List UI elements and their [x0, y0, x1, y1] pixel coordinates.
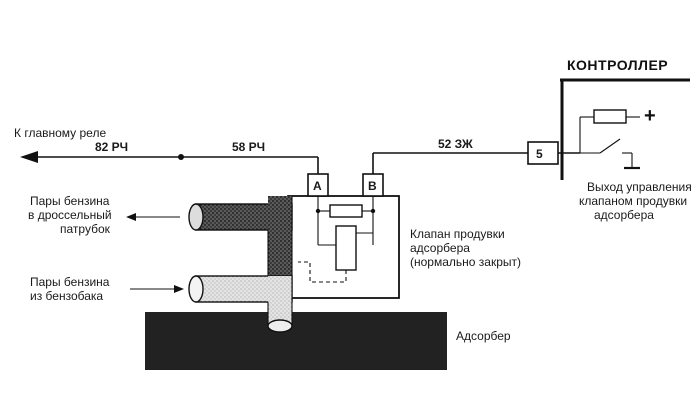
valve-pin-a-label: A — [313, 179, 322, 193]
controller-switch — [599, 138, 621, 154]
pipe-tank-end — [188, 275, 204, 303]
adsorber-label: Адсорбер — [456, 329, 511, 343]
controller-output-line-2: клапаном продувки — [579, 194, 687, 208]
adsorber-body — [145, 312, 447, 370]
valve-plunger-dashed — [298, 261, 347, 283]
valve-label-line-3: (нормально закрыт) — [410, 255, 521, 269]
controller-pin-5 — [527, 141, 559, 165]
tank-label-line-1: Пары бензина — [30, 275, 110, 289]
plus-sign: + — [644, 105, 656, 127]
controller-resistor — [593, 109, 627, 124]
wire-52-label: 52 ЗЖ — [438, 137, 473, 151]
main-relay-label: К главному реле — [14, 126, 106, 140]
throttle-label-line-1: Пары бензина — [30, 194, 110, 208]
valve-coil — [335, 225, 357, 271]
pipe-vertical-dark — [268, 196, 292, 276]
throttle-label-line-3: патрубок — [60, 222, 111, 236]
controller-pin-label: 5 — [536, 147, 543, 161]
wire-junction — [178, 154, 184, 160]
arrow-tank-head — [174, 285, 184, 293]
valve-label-line-2: адсорбера — [410, 241, 470, 255]
controller-output-line-1: Выход управления — [587, 180, 692, 194]
controller-title: КОНТРОЛЛЕР — [567, 57, 668, 73]
controller-output-line-3: адсорбера — [594, 208, 654, 222]
pipe-vertical-light — [268, 276, 292, 326]
valve-label-line-1: Клапан продувки — [410, 227, 505, 241]
throttle-label-line-2: в дроссельный — [28, 208, 112, 222]
tank-label-line-2: из бензобака — [30, 289, 103, 303]
wire-82-label: 82 РЧ — [95, 140, 128, 154]
pipe-adsorber-end — [267, 319, 293, 333]
arrow-throttle-head — [126, 213, 136, 221]
wire-58-label: 58 РЧ — [232, 140, 265, 154]
valve-resistor — [329, 204, 363, 218]
pipe-throttle-end — [188, 203, 204, 231]
arrow-main-relay — [20, 151, 38, 163]
valve-pin-b-label: B — [368, 179, 377, 193]
